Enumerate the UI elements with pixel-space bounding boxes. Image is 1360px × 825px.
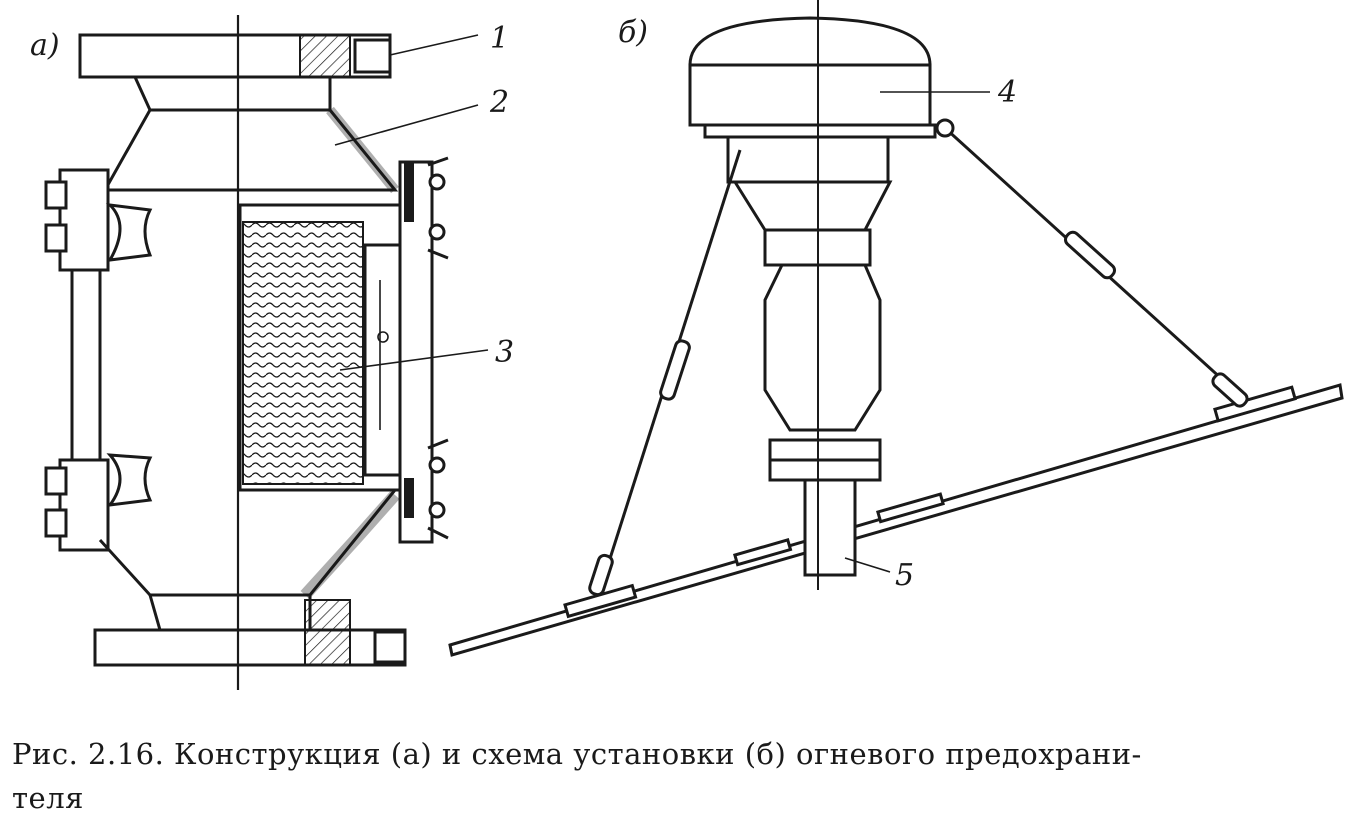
callout-2: 2 <box>489 85 509 120</box>
caption-line-1: Рис. 2.16. Конструкция (а) и схема устан… <box>12 737 1142 771</box>
lower-cone <box>98 489 397 597</box>
fire-arrester-drawing: а) б) 1 2 3 4 5 <box>30 0 1344 690</box>
panel-a-label: а) <box>30 28 60 63</box>
bottom-flange <box>93 628 407 667</box>
panel-a-cross-section <box>44 15 489 690</box>
pipe <box>803 478 857 577</box>
guy-wires <box>588 118 1249 597</box>
figure-caption: Рис. 2.16. Конструкция (а) и схема устан… <box>12 732 1332 820</box>
caption-line-2: теля <box>12 781 84 815</box>
panel-b-installation <box>448 0 1344 657</box>
wing-nuts <box>427 156 449 540</box>
inclined-surface <box>448 383 1344 657</box>
panel-b-label: б) <box>618 15 648 50</box>
callout-4: 4 <box>997 75 1017 110</box>
top-flange-bolt <box>353 38 392 74</box>
upper-cone <box>102 109 399 192</box>
left-bolts <box>44 180 68 538</box>
callout-1: 1 <box>490 21 509 56</box>
flame-arrest-element <box>242 221 364 485</box>
callout-5: 5 <box>895 558 914 593</box>
dome-cap <box>688 16 932 67</box>
callout-3: 3 <box>495 335 514 370</box>
